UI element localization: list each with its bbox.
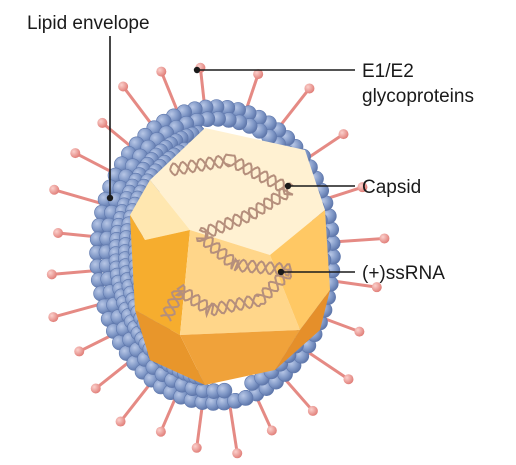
label-rna: (+)ssRNA [362,263,445,284]
glycoprotein-spike-stalk [101,121,133,149]
glycoprotein-spike-stalk [159,396,178,433]
leader-dots [106,66,292,276]
glycoprotein-spike-head [338,129,349,140]
lipid-bead [216,382,233,399]
leader-dot-rna [277,268,285,276]
glycoprotein-spike-head [49,184,60,195]
glycoprotein-spike-head [53,228,64,239]
capsid-face-left [130,215,190,335]
capsid-face-bottom-right [275,290,330,370]
capsid-shape [130,128,330,385]
rna-helix-strand [160,154,294,317]
glycoprotein-spike-head [48,312,59,323]
capsid-face-right [270,210,330,330]
capsid-face-left-top [130,180,190,240]
glycoprotein-spike-stalk [323,316,360,334]
glycoprotein-spike-head [74,346,85,357]
glycoprotein-spike-stalk [306,350,350,381]
glycoprotein-spike-stalk [277,87,311,129]
leader-lines [109,36,355,273]
glycoprotein-spike-head [97,117,108,128]
rna-strand [160,153,294,322]
label-glycoproteins-line2: glycoproteins [362,86,474,107]
label-glycoproteins-line1: E1/E2 [362,61,414,82]
label-capsid: Capsid [362,177,421,198]
glycoprotein-spike-head [304,83,315,94]
glycoprotein-spikes [46,62,390,459]
leader-dot-capsid [284,182,292,190]
glycoprotein-spike-head [357,182,368,193]
capsid-face-bottom [180,330,300,385]
glycoprotein-spike-stalk [334,236,385,244]
label-lipid-envelope: Lipid envelope [27,13,150,34]
glycoprotein-spike-stalk [52,302,102,319]
glycoprotein-spike-head [253,69,264,80]
glycoprotein-spike-head [46,269,57,280]
glycoprotein-spike-head [371,282,382,293]
glycoprotein-spike-stalk [282,376,314,412]
glycoprotein-spike-stalk [53,188,103,206]
glycoprotein-spike-stalk [254,395,274,432]
glycoprotein-spike-head [70,148,81,159]
lipid-bead [237,390,254,406]
glycoprotein-spike-stalk [332,279,377,289]
glycoprotein-spike-head [232,448,243,459]
glycoprotein-spike-head [118,81,129,92]
glycoprotein-spike-stalk [228,403,239,454]
glycoprotein-spike-stalk [78,333,114,353]
glycoprotein-spike-stalk [325,185,363,201]
capsid-face-bottom-left [135,310,205,385]
glycoprotein-spike-stalk [244,73,260,111]
glycoprotein-spike-head [90,383,101,394]
glycoprotein-spike-stalk [121,85,155,128]
glycoprotein-spike-head [191,442,202,453]
glycoprotein-spike-stalk [94,359,132,390]
leader-dot-lipid-envelope [106,194,114,202]
leader-dot-glycoproteins [193,66,201,74]
glycoprotein-spike-stalk [57,231,97,239]
rna-helix-strand [162,153,294,322]
glycoprotein-spike-head [115,416,126,427]
glycoprotein-spike-head [156,66,167,77]
glycoprotein-spike-stalk [74,151,116,175]
glycoprotein-spike-head [266,425,277,436]
glycoprotein-spike-head [343,374,354,385]
glycoprotein-spike-stalk [195,403,204,448]
glycoprotein-spike-stalk [159,71,180,113]
glycoprotein-spike-stalk [119,381,153,423]
glycoprotein-spike-stalk [306,132,345,160]
glycoprotein-spike-stalk [51,269,96,276]
glycoprotein-spike-head [379,233,390,244]
glycoprotein-spike-head [307,405,318,416]
glycoprotein-spike-stalk [198,67,207,106]
capsid-face-top [150,128,325,255]
glycoprotein-spike-head [354,326,365,337]
glycoprotein-spike-head [155,426,166,437]
